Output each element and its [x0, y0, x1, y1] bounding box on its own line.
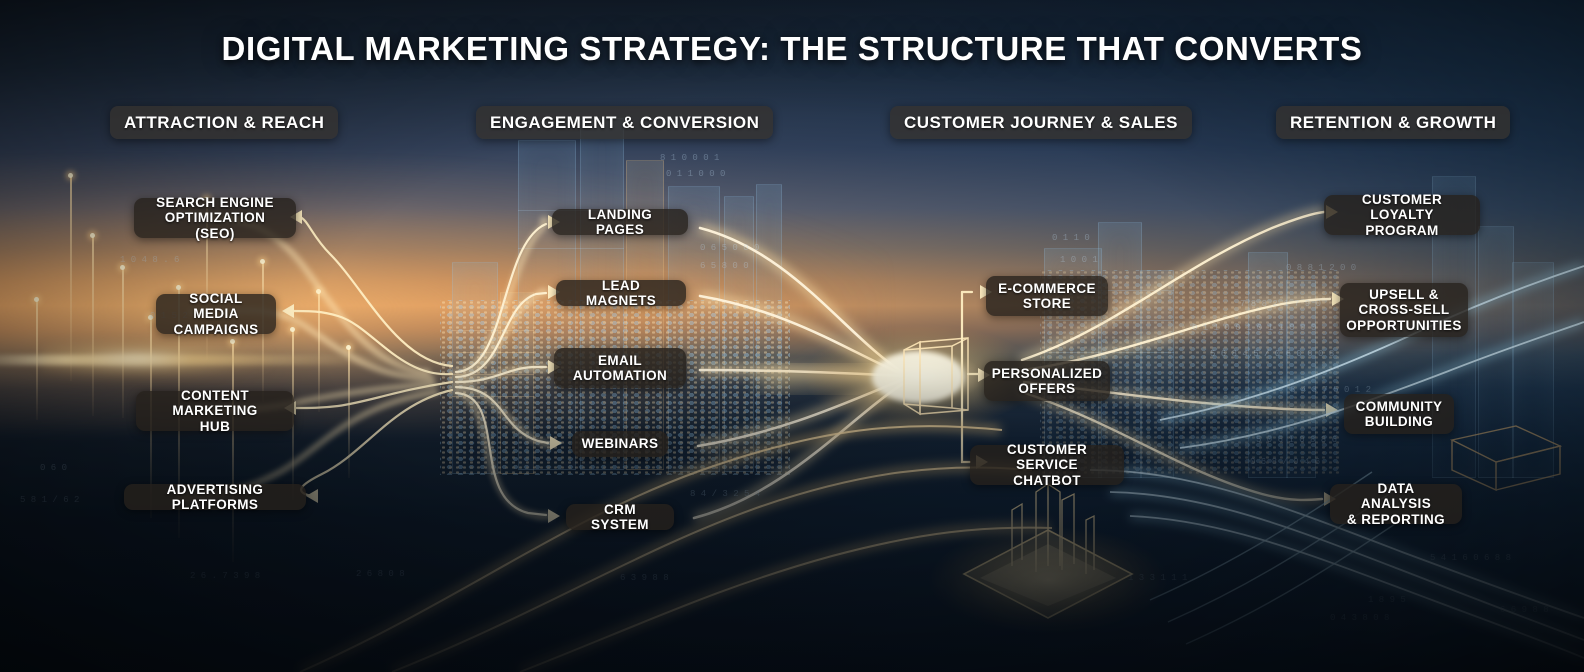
node-crm-system[interactable]: CRM SYSTEM: [566, 502, 674, 532]
section-header-engagement: ENGAGEMENT & CONVERSION: [476, 106, 774, 140]
section-header-attraction: ATTRACTION & REACH: [110, 106, 339, 140]
node-chatbot[interactable]: CUSTOMER SERVICE CHATBOT: [970, 442, 1124, 488]
node-advertising[interactable]: ADVERTISING PLATFORMS: [124, 482, 306, 512]
page-title: DIGITAL MARKETING STRATEGY: THE STRUCTUR…: [221, 30, 1363, 67]
node-seo[interactable]: SEARCH ENGINE OPTIMIZATION (SEO): [134, 195, 296, 241]
node-community[interactable]: COMMUNITY BUILDING: [1344, 394, 1454, 434]
node-upsell[interactable]: UPSELL & CROSS-SELL OPPORTUNITIES: [1340, 283, 1468, 337]
node-lead-magnets[interactable]: LEAD MAGNETS: [556, 278, 686, 308]
node-personalized-offers[interactable]: PERSONALIZED OFFERS: [984, 361, 1110, 401]
node-email-automation[interactable]: EMAIL AUTOMATION: [554, 348, 686, 388]
section-header-retention: RETENTION & GROWTH: [1276, 106, 1511, 140]
node-ecommerce-store[interactable]: E-COMMERCE STORE: [986, 276, 1108, 316]
node-data-analysis[interactable]: DATA ANALYSIS & REPORTING: [1330, 481, 1462, 527]
node-loyalty-program[interactable]: CUSTOMER LOYALTY PROGRAM: [1324, 192, 1480, 238]
node-social-media[interactable]: SOCIAL MEDIA CAMPAIGNS: [156, 291, 276, 337]
node-landing-pages[interactable]: LANDING PAGES: [552, 207, 688, 237]
section-header-journey: CUSTOMER JOURNEY & SALES: [890, 106, 1192, 140]
node-webinars[interactable]: WEBINARS: [572, 431, 668, 457]
node-content-hub[interactable]: CONTENT MARKETING HUB: [136, 388, 294, 434]
